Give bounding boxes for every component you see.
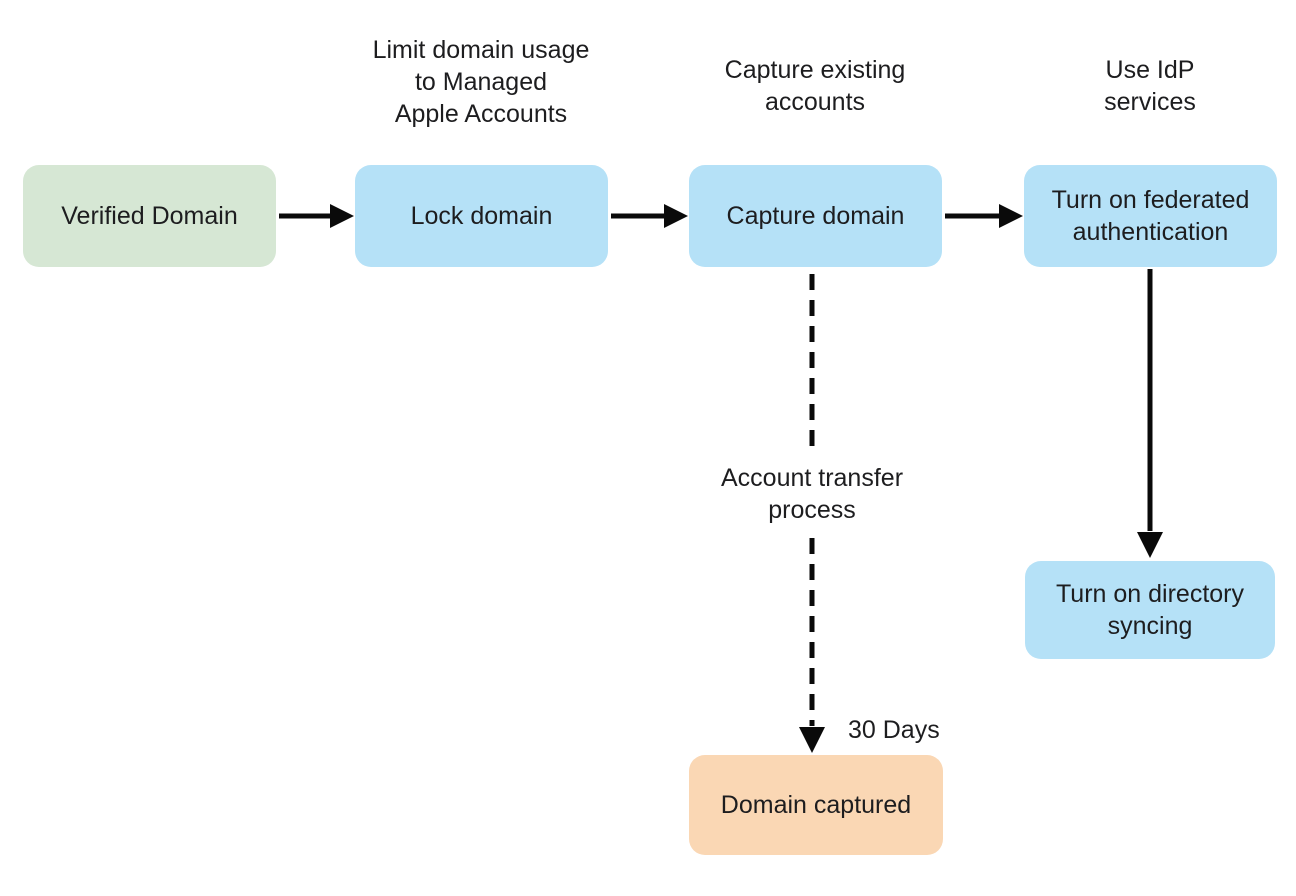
arrow-lock-to-capture-icon xyxy=(611,204,688,228)
arrow-capture-to-domain-captured-dashed-icon xyxy=(799,274,825,753)
node-turn-on-directory-syncing-label: Turn on directory syncing xyxy=(1055,580,1245,640)
node-capture-domain-label: Capture domain xyxy=(726,202,905,230)
annotation-use-idp-services: Use IdP services xyxy=(1104,56,1196,116)
node-turn-on-directory-syncing: Turn on directory syncing xyxy=(1025,561,1275,659)
node-lock-domain: Lock domain xyxy=(355,165,608,267)
arrow-capture-to-federated-icon xyxy=(945,204,1023,228)
node-verified-domain-label: Verified Domain xyxy=(61,202,238,230)
annotation-limit-domain-usage: Limit domain usage to Managed Apple Acco… xyxy=(372,36,590,128)
node-domain-captured-label: Domain captured xyxy=(720,791,912,819)
node-capture-domain: Capture domain xyxy=(689,165,942,267)
node-verified-domain: Verified Domain xyxy=(23,165,276,267)
annotation-account-transfer-process: Account transfer process xyxy=(720,464,904,524)
arrow-verified-to-lock-icon xyxy=(279,204,354,228)
annotation-30-days: 30 Days xyxy=(848,716,940,744)
node-turn-on-federated-authentication-label: Turn on federated authentication xyxy=(1051,186,1250,246)
node-lock-domain-label: Lock domain xyxy=(410,202,553,230)
annotation-capture-existing-accounts: Capture existing accounts xyxy=(724,56,906,116)
node-domain-captured: Domain captured xyxy=(689,755,943,855)
node-turn-on-federated-authentication: Turn on federated authentication xyxy=(1024,165,1277,267)
arrow-federated-to-directory-syncing-icon xyxy=(1137,269,1163,558)
